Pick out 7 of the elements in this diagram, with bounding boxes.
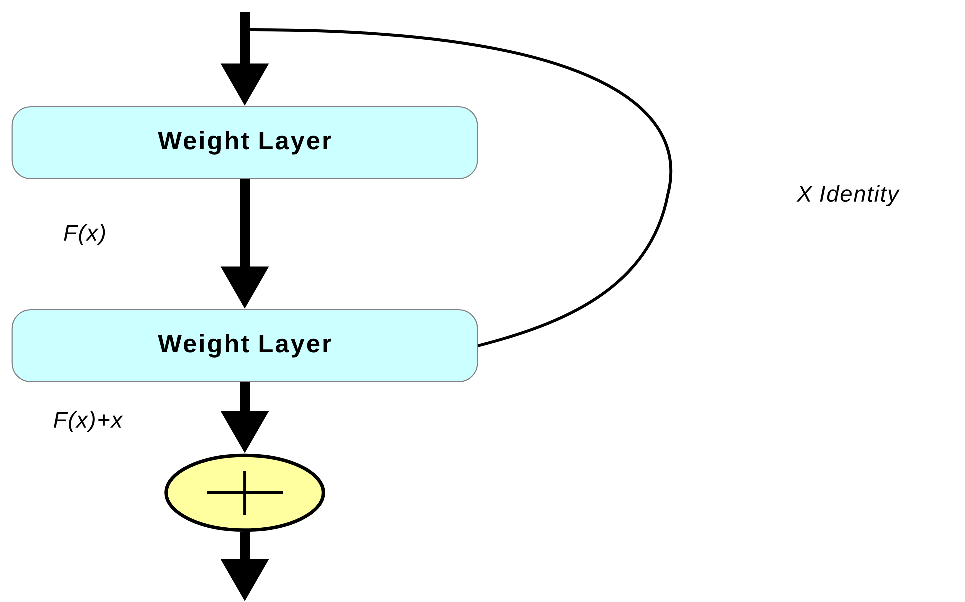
sum-circle [164,454,326,532]
weight-layer-box: Weight Layer [12,309,478,383]
signal-label: F(x) [64,224,106,246]
identity-curve [250,28,672,348]
weight-layer-box: Weight Layer [12,106,478,180]
signal-label: X Identity [796,185,900,207]
signal-label: F(x)+x [54,411,124,433]
